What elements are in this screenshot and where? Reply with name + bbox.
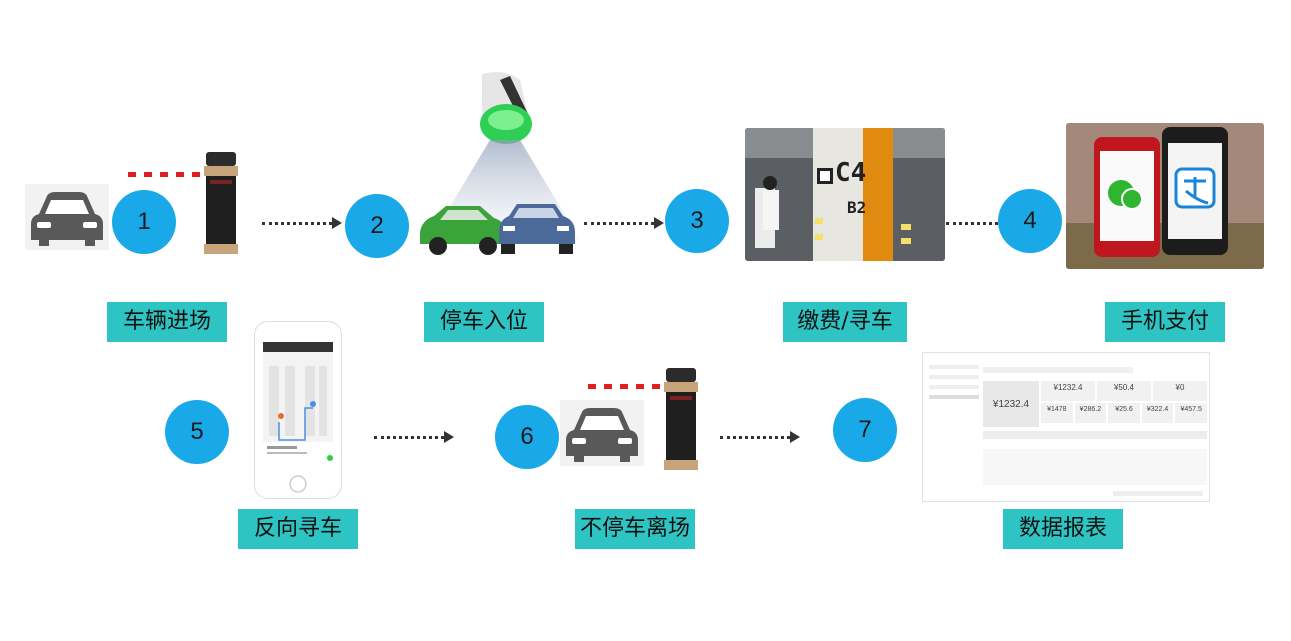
dashboard-filter-bar — [983, 367, 1133, 373]
step-7-label: 数据报表 — [1003, 509, 1123, 549]
metric-bottom-3: ¥25.6 — [1108, 403, 1140, 423]
metric-bottom-1: ¥1478 — [1041, 403, 1073, 423]
total-amount-card: ¥1232.4 — [983, 381, 1039, 427]
metric-top-2: ¥50.4 — [1097, 381, 1151, 401]
flow-arrow-6-7 — [720, 431, 800, 443]
step-2-label: 停车入位 — [424, 302, 544, 342]
pillar-sign-b2: B2 — [847, 198, 867, 217]
step-4-number: 4 — [998, 189, 1062, 253]
blue-car-icon — [495, 198, 577, 256]
metric-bottom-2: ¥286.2 — [1074, 403, 1107, 423]
mobile-payment-photo — [1066, 123, 1264, 269]
dashboard-table-body — [983, 449, 1207, 485]
pillar-sign-c4: C4 — [835, 158, 867, 188]
step-3-number: 3 — [665, 189, 729, 253]
dashboard-sidebar — [929, 365, 979, 425]
barrier-gate-icon — [128, 150, 243, 256]
flow-arrow-5-6 — [374, 431, 454, 443]
garage-photo: C4 B2 — [745, 128, 945, 261]
metric-bottom-4: ¥322.4 — [1141, 403, 1174, 423]
phone-map-screen — [254, 321, 342, 499]
step-1-label: 车辆进场 — [107, 302, 227, 342]
metric-top-3: ¥0 — [1153, 381, 1207, 401]
flow-arrow-1-2 — [262, 217, 342, 229]
exit-car-icon — [560, 400, 644, 466]
green-car-icon — [416, 202, 508, 256]
dashboard-pagination — [1113, 491, 1203, 496]
exit-barrier-gate-icon — [588, 366, 703, 472]
step-7-number: 7 — [833, 398, 897, 462]
flow-arrow-2-3 — [584, 217, 664, 229]
step-3-label: 缴费/寻车 — [783, 302, 907, 342]
metric-row-top: ¥1232.4 ¥50.4 ¥0 — [1041, 381, 1207, 401]
step-5-label: 反向寻车 — [238, 509, 358, 549]
parking-sensor-icon — [470, 70, 540, 148]
step-6-number: 6 — [495, 405, 559, 469]
report-dashboard: ¥1232.4 ¥1232.4 ¥50.4 ¥0 ¥1478 ¥286.2 ¥2… — [922, 352, 1210, 502]
step-1-number: 1 — [112, 190, 176, 254]
car-icon — [25, 184, 109, 250]
step-2-number: 2 — [345, 194, 409, 258]
step-4-label: 手机支付 — [1105, 302, 1225, 342]
step-5-number: 5 — [165, 400, 229, 464]
total-amount-value: ¥1232.4 — [992, 398, 1030, 410]
dashboard-table-header — [983, 431, 1207, 439]
metric-top-1: ¥1232.4 — [1041, 381, 1095, 401]
step-6-label: 不停车离场 — [575, 509, 695, 549]
metric-row-bottom: ¥1478 ¥286.2 ¥25.6 ¥322.4 ¥457.5 — [1041, 403, 1207, 423]
metric-bottom-5: ¥457.5 — [1175, 403, 1207, 423]
